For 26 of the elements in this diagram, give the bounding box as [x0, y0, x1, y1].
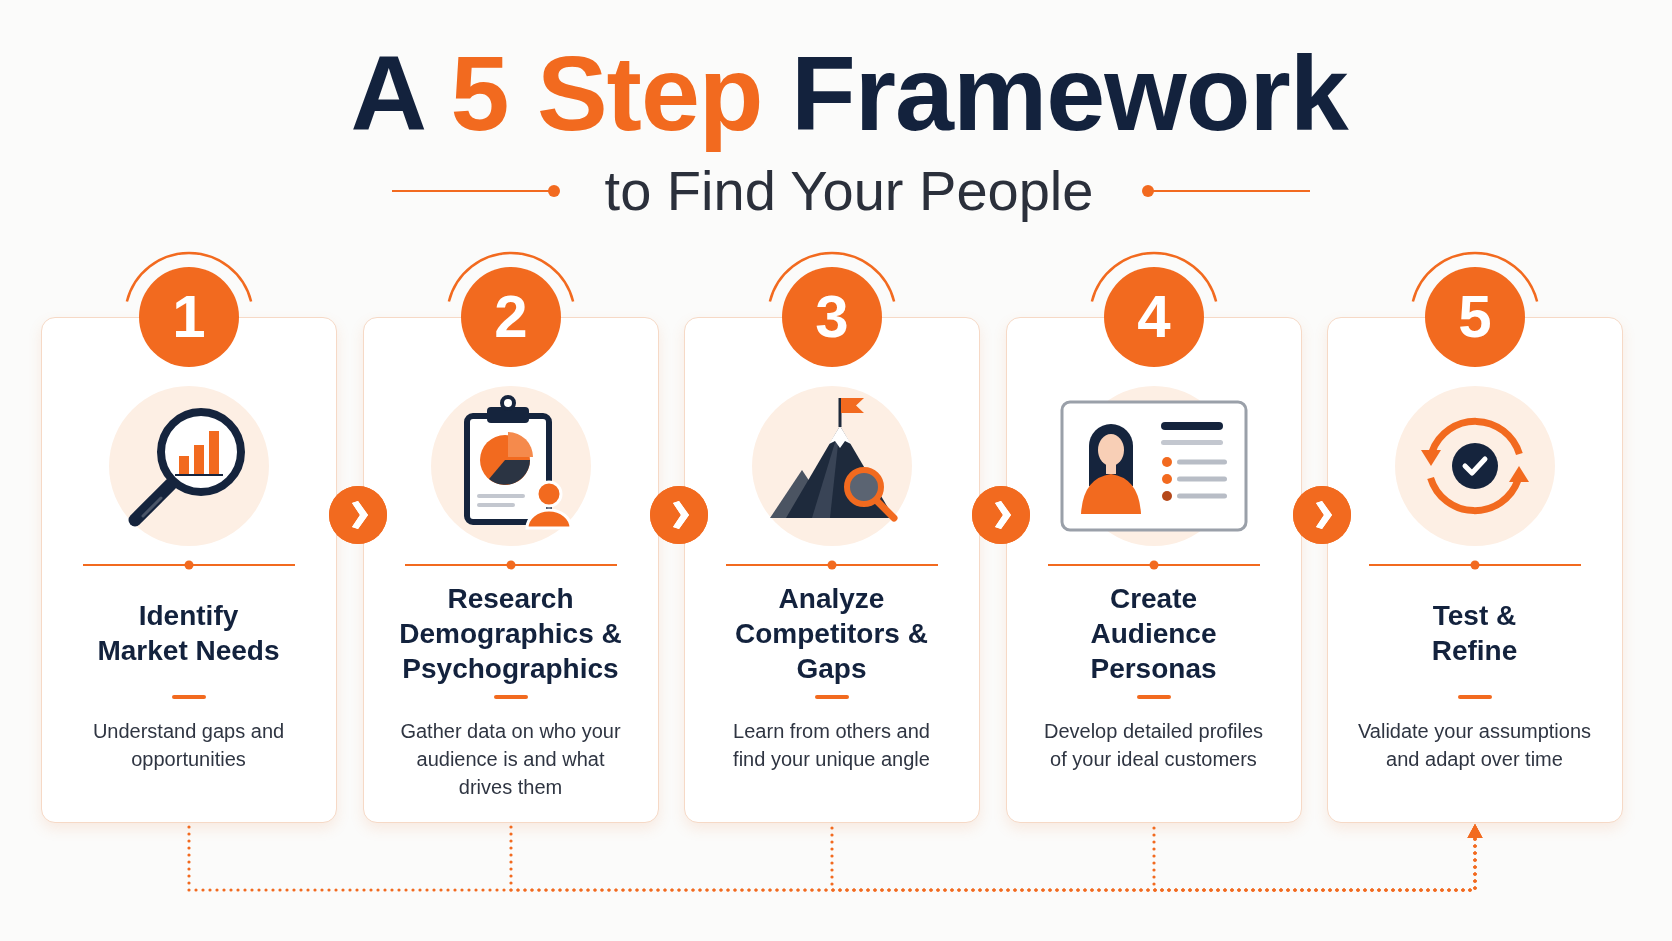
- subtitle: to Find Your People: [604, 159, 1094, 223]
- chevron-arrow: [650, 486, 708, 544]
- step-title: Analyze Competitors & Gaps: [734, 581, 929, 686]
- step-title: Test & Refine: [1430, 599, 1519, 668]
- chevron-arrow: [972, 486, 1030, 544]
- title: A 5 Step Framework: [350, 33, 1348, 154]
- chevron-arrow: [1293, 486, 1351, 544]
- step-title: Create Audience Personas: [1089, 581, 1218, 686]
- step-number: 3: [815, 285, 849, 349]
- step-title: Identify Market Needs: [96, 599, 281, 668]
- number-circle: [461, 267, 561, 367]
- step-description: Develop detailed profiles of your ideal customers: [1043, 719, 1264, 772]
- step-number: 4: [1137, 285, 1171, 349]
- step-description: Understand gaps and opportunities: [91, 719, 286, 772]
- step-description: Validate your assumptions and adapt over time: [1356, 719, 1593, 772]
- number-circle: [139, 267, 239, 367]
- step-description: Gather data on who your audience is and what drives them: [399, 719, 622, 800]
- step-number: 2: [494, 285, 528, 349]
- step-number: 1: [172, 285, 206, 349]
- number-circle: [1104, 267, 1204, 367]
- number-circle: [1425, 267, 1525, 367]
- step-number: 5: [1458, 285, 1492, 349]
- number-circle: [782, 267, 882, 367]
- chevron-arrow: [329, 486, 387, 544]
- step-title: Research Demographics & Psychographics: [398, 581, 623, 686]
- step-description: Learn from others and find your unique angle: [732, 719, 931, 772]
